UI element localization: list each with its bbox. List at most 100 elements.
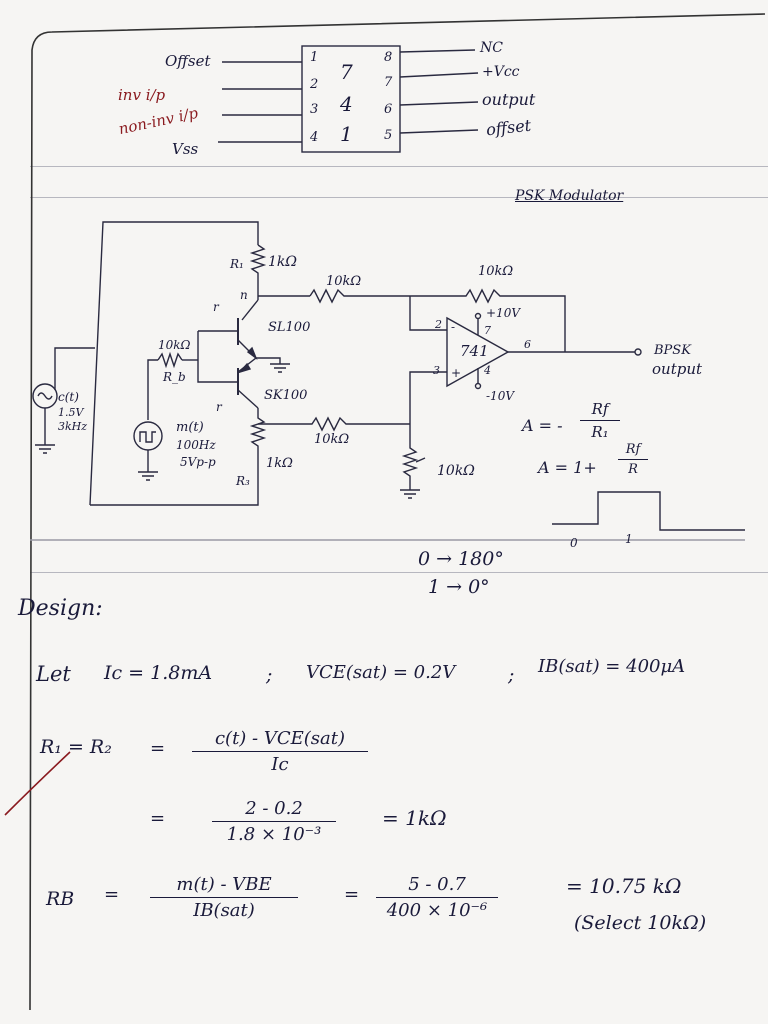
pin-number: 4 <box>310 130 319 145</box>
rb-label: R_b <box>163 370 186 384</box>
wire <box>147 359 158 420</box>
message-amplitude: 5Vp-p <box>180 455 216 469</box>
pin-number: 5 <box>384 128 393 143</box>
gain-inverting-num: Rf <box>591 400 609 418</box>
equals: = <box>150 738 166 759</box>
wire <box>409 371 447 424</box>
r1r2-lhs: R₁ = R₂ <box>40 736 112 758</box>
phase-map-0: 0 → 180° <box>418 548 504 570</box>
q2-label: SK100 <box>264 388 308 403</box>
opamp-label: 741 <box>460 342 489 360</box>
message-source <box>133 421 163 451</box>
q1-collector <box>241 299 259 321</box>
r1-value: 1kΩ <box>268 254 297 270</box>
pot-wiper <box>415 457 426 463</box>
r1r2-substitution-num: 2 - 0.2 <box>245 798 303 819</box>
rb-formula-num: m(t) - VBE <box>176 874 272 895</box>
output-label: BPSK <box>654 343 691 358</box>
vneg-label: -10V <box>486 389 514 403</box>
gain-inverting-fraction: Rf R₁ <box>580 400 620 441</box>
pin-number: 1 <box>310 50 319 65</box>
pin-number: 6 <box>384 102 393 117</box>
carrier-label: c(t) <box>58 390 79 404</box>
carrier-frequency: 3kHz <box>58 420 88 433</box>
opamp-pin: 4 <box>484 364 491 377</box>
ground-symbol <box>35 408 55 454</box>
pin-lead <box>399 129 479 134</box>
ruled-line <box>30 197 768 198</box>
vpos-label: +10V <box>486 306 520 320</box>
q1-label: SL100 <box>268 320 311 335</box>
rb-substitution-num: 5 - 0.7 <box>408 874 466 895</box>
pin-number: 8 <box>384 50 393 65</box>
rb-lhs: RB <box>46 888 75 910</box>
check-mark <box>4 751 71 816</box>
chip-digit: 1 <box>340 122 353 146</box>
message-label: m(t) <box>176 420 204 435</box>
r-feedback-value: 10kΩ <box>478 264 514 279</box>
let-word: Let <box>36 662 71 686</box>
pin-label-nc: NC <box>480 40 503 56</box>
rb-result: = 10.75 kΩ <box>566 874 682 898</box>
ground-symbol <box>256 357 290 373</box>
ground-symbol <box>400 489 420 499</box>
opamp-pin: 7 <box>484 324 491 337</box>
pin-label-output: output <box>482 90 536 109</box>
r-mid-bottom-value: 10kΩ <box>314 432 350 447</box>
phase-map-1: 1 → 0° <box>428 576 490 598</box>
resistor-mid-top <box>309 288 410 304</box>
opamp-plus-sign: + <box>451 366 462 380</box>
terminal-mark: r <box>213 300 219 314</box>
rb-substitution: 5 - 0.7 400 × 10⁻⁶ <box>376 874 498 921</box>
q2-collector <box>237 389 259 409</box>
r1r2-result: = 1kΩ <box>382 806 447 830</box>
r-base-value: 10kΩ <box>158 338 191 352</box>
gain-inverting-den: R₁ <box>591 423 609 441</box>
r1r2-substitution: 2 - 0.2 1.8 × 10⁻³ <box>212 798 336 845</box>
pin-lead <box>399 72 479 78</box>
resistor-r1 <box>249 244 267 300</box>
pin-label-inv: inv i/p <box>118 86 166 104</box>
r3-label: R₃ <box>236 474 250 488</box>
resistor-base <box>157 351 183 369</box>
terminal-mark: r <box>216 400 222 414</box>
rb-select: (Select 10kΩ) <box>574 912 707 934</box>
q2-arrow <box>237 362 252 374</box>
wire <box>89 221 259 506</box>
ruled-line <box>30 166 768 167</box>
pot-value: 10kΩ <box>437 463 475 479</box>
rb-formula: m(t) - VBE IB(sat) <box>150 874 298 921</box>
page-border <box>29 13 766 1011</box>
pin-label-offset: Offset <box>165 52 211 70</box>
r-mid-top-value: 10kΩ <box>326 274 362 289</box>
design-heading: Design: <box>18 596 103 621</box>
pulse-label-1: 1 <box>625 532 633 546</box>
separator: ; <box>508 664 515 686</box>
separator: ; <box>266 664 273 686</box>
r1-label: R₁ <box>230 257 244 271</box>
pin-label-vss: Vss <box>172 140 199 158</box>
resistor-feedback <box>410 288 566 352</box>
gain-noninv-num: Rf <box>625 442 641 457</box>
opamp-pin: 3 <box>433 364 440 377</box>
pin-number: 2 <box>310 77 319 92</box>
pin-lead <box>399 49 476 53</box>
vpos-terminal <box>474 312 482 320</box>
opamp-pin: 6 <box>524 338 531 351</box>
gain-inverting-lhs: A = - <box>522 416 563 435</box>
r1r2-substitution-den: 1.8 × 10⁻³ <box>226 824 322 845</box>
ic-value: Ic = 1.8mA <box>104 662 213 684</box>
wire <box>409 296 447 331</box>
output-terminal <box>634 348 642 356</box>
ruled-line <box>30 572 768 573</box>
vneg-terminal <box>474 382 482 390</box>
rb-substitution-den: 400 × 10⁻⁶ <box>386 900 488 921</box>
pin-label-vcc: +Vcc <box>482 64 520 80</box>
sine-icon <box>37 392 53 400</box>
gain-noninv-den: R <box>628 462 638 477</box>
carrier-amplitude: 1.5V <box>58 406 84 419</box>
output-label-2: output <box>652 360 703 378</box>
message-frequency: 100Hz <box>176 438 216 452</box>
